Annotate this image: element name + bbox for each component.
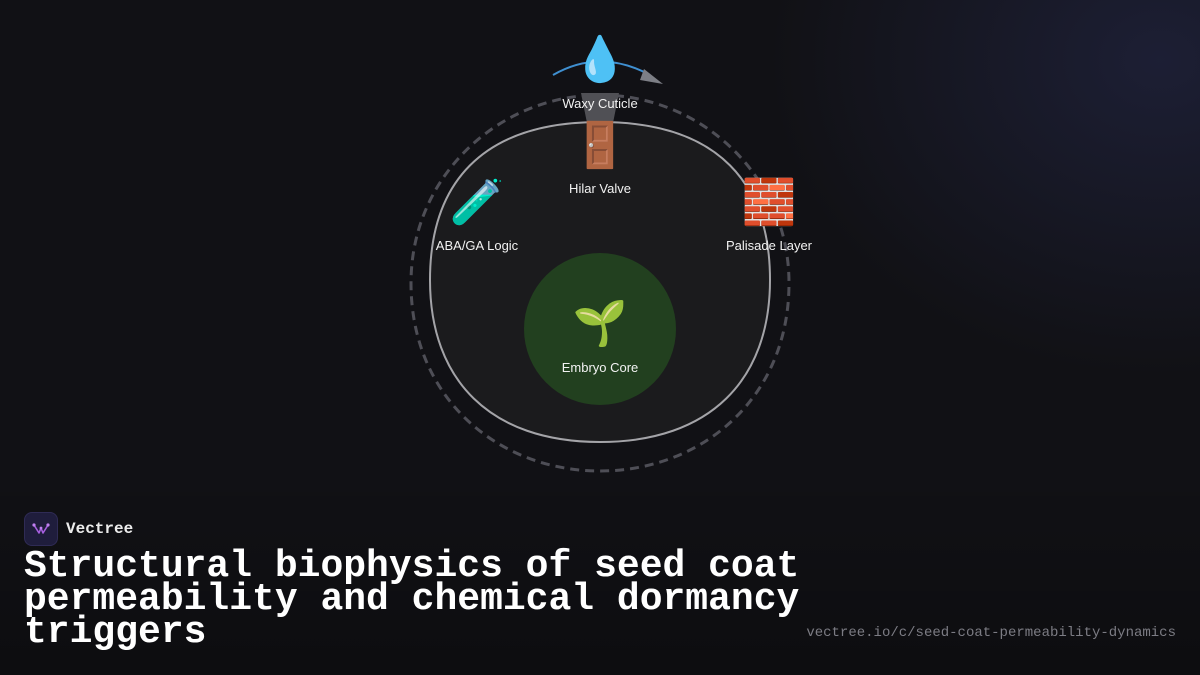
droplet-icon: 💧 bbox=[572, 34, 628, 85]
page-title: Structural biophysics of seed coat perme… bbox=[24, 545, 800, 654]
arrow-head-icon bbox=[640, 69, 663, 84]
hilar-valve-funnel bbox=[581, 93, 619, 123]
source-url: vectree.io/c/seed-coat-permeability-dyna… bbox=[806, 625, 1176, 641]
brand: Vectree bbox=[24, 512, 133, 546]
outer-dashed-boundary bbox=[409, 93, 791, 473]
seedling-icon: 🌱 bbox=[572, 298, 628, 349]
node-label-waxy-cuticle: Waxy Cuticle bbox=[562, 96, 638, 111]
brick-wall-icon: 🧱 bbox=[741, 177, 797, 228]
vectree-logo-icon bbox=[24, 512, 58, 546]
node-label-hilar-valve: Hilar Valve bbox=[569, 181, 631, 196]
door-icon: 🚪 bbox=[572, 120, 628, 171]
brand-name: Vectree bbox=[66, 520, 134, 538]
water-flow-arrow bbox=[552, 60, 651, 76]
test-tube-icon: 🧪 bbox=[449, 177, 505, 228]
node-label-aba-ga-logic: ABA/GA Logic bbox=[435, 238, 519, 253]
embryo-core-circle bbox=[524, 253, 676, 405]
node-label-palisade-layer: Palisade Layer bbox=[726, 238, 812, 253]
node-label-embryo-core: Embryo Core bbox=[561, 360, 639, 375]
